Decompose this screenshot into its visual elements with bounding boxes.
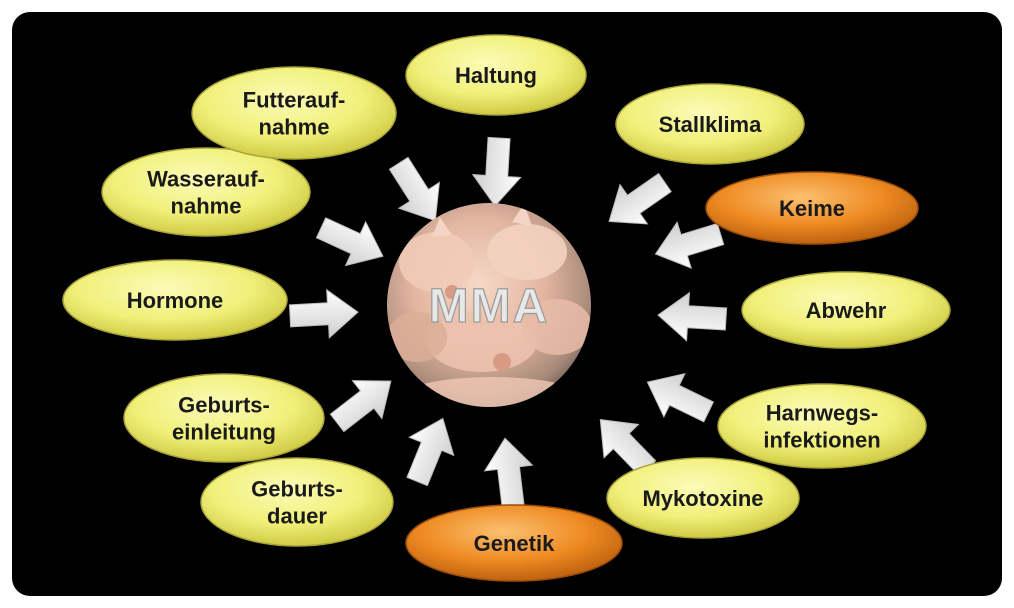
mma-factor-diagram: MMA HaltungStallklimaKeimeAbwehrHarnwegs…	[12, 12, 1002, 596]
arrow-abwehr	[657, 291, 728, 343]
factor-geburtseinleitung: Geburts-einleitung	[124, 374, 324, 462]
factor-keime: Keime	[706, 172, 918, 244]
factor-stallklima: Stallklima	[616, 84, 804, 164]
factor-hormone: Hormone	[63, 260, 287, 340]
factor-futteraufnahme-label: nahme	[259, 115, 330, 140]
factor-haltung-label: Haltung	[455, 63, 537, 88]
factor-genetik-label: Genetik	[474, 531, 555, 556]
factor-geburtsdauer: Geburts-dauer	[201, 458, 393, 546]
center-label: MMA	[429, 280, 550, 333]
factor-harnwegsinfektionen-pill	[718, 384, 926, 468]
factor-abwehr-label: Abwehr	[806, 298, 887, 323]
factor-harnwegsinfektionen-label: infektionen	[763, 428, 880, 453]
arrow-haltung	[471, 137, 523, 208]
arrow-geburtsdauer	[395, 409, 465, 490]
factor-stallklima-label: Stallklima	[659, 112, 762, 137]
factor-abwehr: Abwehr	[742, 272, 950, 348]
factor-geburtseinleitung-label: einleitung	[172, 420, 276, 445]
factor-mykotoxine-label: Mykotoxine	[642, 486, 763, 511]
factor-geburtseinleitung-label: Geburts-	[178, 393, 270, 418]
factor-geburtsdauer-pill	[201, 458, 393, 546]
factor-wasseraufnahme: Wasserauf-nahme	[102, 148, 310, 236]
factor-geburtseinleitung-pill	[124, 374, 324, 462]
factor-geburtsdauer-label: dauer	[267, 504, 327, 529]
factor-harnwegsinfektionen: Harnwegs-infektionen	[718, 384, 926, 468]
arrow-harnwegsinfektionen	[637, 361, 719, 434]
factor-haltung: Haltung	[406, 35, 586, 115]
factor-wasseraufnahme-label: nahme	[171, 194, 242, 219]
factor-genetik: Genetik	[406, 505, 622, 581]
arrow-geburtseinleitung	[322, 362, 405, 442]
factor-wasseraufnahme-label: Wasserauf-	[147, 167, 265, 192]
factor-mykotoxine: Mykotoxine	[607, 458, 799, 538]
arrow-genetik	[481, 435, 537, 508]
factor-hormone-label: Hormone	[127, 288, 224, 313]
factor-futteraufnahme: Futterauf-nahme	[192, 67, 396, 159]
factor-geburtsdauer-label: Geburts-	[251, 477, 343, 502]
factor-harnwegsinfektionen-label: Harnwegs-	[766, 401, 878, 426]
diagram-frame: MMA HaltungStallklimaKeimeAbwehrHarnwegs…	[12, 12, 1002, 596]
arrow-wasseraufnahme	[311, 206, 393, 278]
factor-keime-label: Keime	[779, 196, 845, 221]
arrow-hormone	[289, 288, 360, 340]
arrow-stallklima	[595, 163, 678, 241]
center-circle: MMA	[387, 203, 592, 417]
factor-futteraufnahme-pill	[192, 67, 396, 159]
factor-wasseraufnahme-pill	[102, 148, 310, 236]
factor-futteraufnahme-label: Futterauf-	[243, 88, 346, 113]
